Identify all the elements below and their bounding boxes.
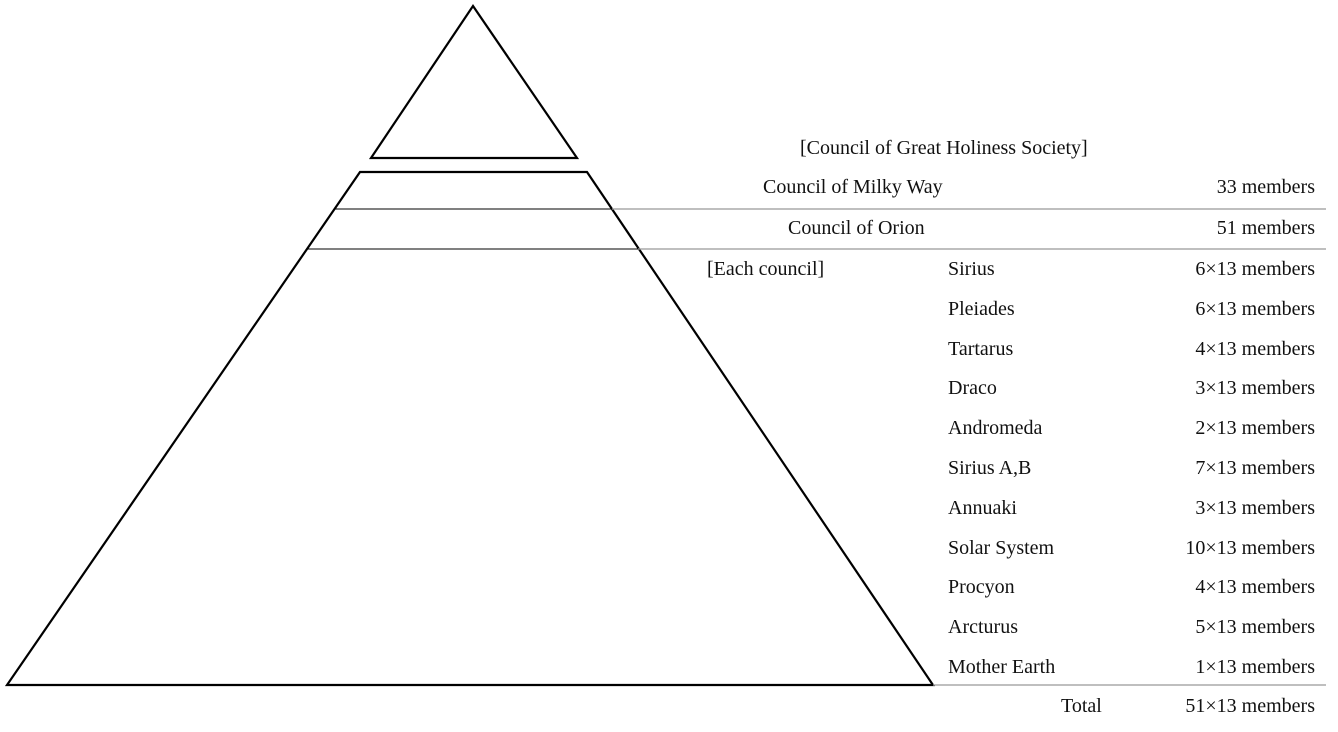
council-members: 4×13 members [1195,576,1315,598]
council-name: Tartarus [948,338,1014,360]
pyramid-apex [368,4,580,160]
milky-way-members: 33 members [1216,176,1315,198]
council-name: Annuaki [948,497,1017,519]
each-council-label: [Each council] [707,258,825,280]
council-members: 3×13 members [1195,377,1315,399]
council-name: Draco [948,377,997,399]
council-members: 1×13 members [1195,656,1315,678]
top-label: [Council of Great Holiness Society] [800,137,1088,159]
council-name: Andromeda [948,417,1043,439]
council-members: 6×13 members [1195,298,1315,320]
council-members: 6×13 members [1195,258,1315,280]
council-name: Mother Earth [948,656,1056,678]
council-members: 5×13 members [1195,616,1315,638]
council-name: Pleiades [948,298,1015,320]
total-label: Total [1061,695,1102,717]
council-members: 4×13 members [1195,338,1315,360]
council-name: Sirius [948,258,995,280]
total-members: 51×13 members [1185,695,1315,717]
orion-label: Council of Orion [788,217,925,239]
council-name: Sirius A,B [948,457,1032,479]
council-name: Solar System [948,537,1055,559]
milky-way-label: Council of Milky Way [763,176,943,198]
council-members: 7×13 members [1195,457,1315,479]
council-members: 3×13 members [1195,497,1315,519]
council-name: Procyon [948,576,1015,598]
council-name: Arcturus [948,616,1018,638]
orion-members: 51 members [1216,217,1315,239]
council-members: 2×13 members [1195,417,1315,439]
council-members: 10×13 members [1185,537,1315,559]
